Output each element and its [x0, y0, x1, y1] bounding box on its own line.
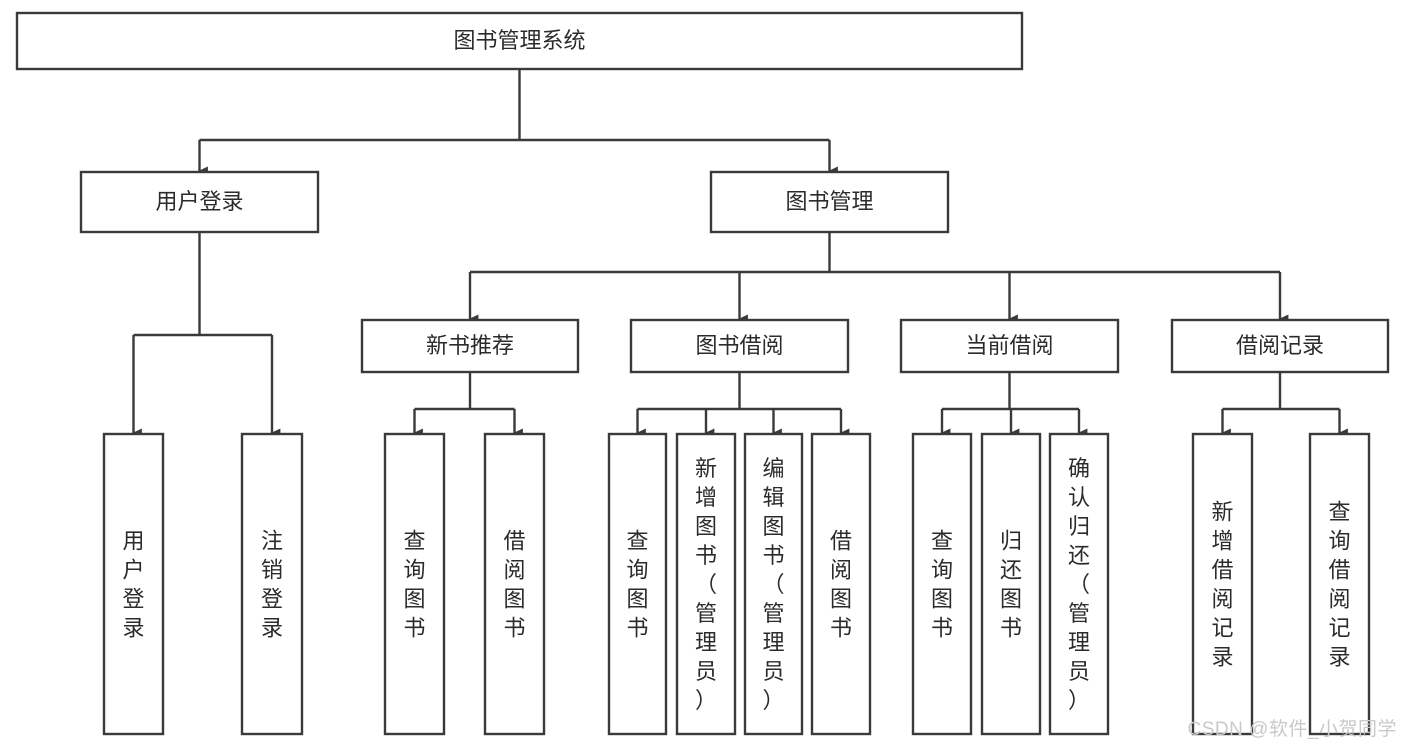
node-root[interactable]: 图书管理系统 [15, 11, 1024, 71]
node-label-leaf-borrow-book: 借阅图书 [830, 529, 852, 641]
node-box-leaf-query-book-borrow[interactable] [607, 432, 668, 736]
node-leaf-add-book[interactable]: 新增图书（管理员） [675, 432, 737, 736]
node-label-current-borrow: 当前借阅 [965, 333, 1053, 358]
node-label-leaf-query-book-current: 查询图书 [931, 529, 953, 641]
node-label-user-login: 用户登录 [155, 189, 243, 214]
node-box-leaf-borrow-book[interactable] [810, 432, 872, 736]
node-box-leaf-confirm-return[interactable] [1048, 432, 1110, 736]
node-box-current-borrow[interactable] [899, 318, 1120, 374]
node-label-leaf-borrow-book-recommend: 借阅图书 [503, 529, 525, 641]
node-label-book-management: 图书管理 [785, 189, 873, 214]
node-box-leaf-user-login[interactable] [102, 432, 165, 736]
node-leaf-edit-book[interactable]: 编辑图书（管理员） [743, 432, 804, 736]
node-label-leaf-user-login: 用户登录 [122, 529, 144, 641]
node-label-leaf-query-borrow-record: 查询借阅记录 [1328, 500, 1350, 670]
node-label-leaf-return-book: 归还图书 [1000, 529, 1022, 641]
node-leaf-borrow-book-recommend[interactable]: 借阅图书 [483, 432, 546, 736]
node-box-leaf-query-borrow-record[interactable] [1308, 432, 1371, 736]
node-leaf-query-book-recommend[interactable]: 查询图书 [383, 432, 446, 736]
node-label-leaf-confirm-return: 确认归还（管理员） [1068, 456, 1090, 713]
node-leaf-user-logout[interactable]: 注销登录 [240, 432, 304, 736]
node-label-root: 图书管理系统 [453, 28, 585, 53]
nodes-layer: 图书管理系统用户登录图书管理新书推荐图书借阅当前借阅借阅记录用户登录注销登录查询… [15, 11, 1390, 736]
node-box-borrow-record[interactable] [1170, 318, 1390, 374]
node-label-leaf-user-logout: 注销登录 [261, 529, 283, 641]
node-current-borrow[interactable]: 当前借阅 [899, 318, 1120, 374]
node-leaf-confirm-return[interactable]: 确认归还（管理员） [1048, 432, 1110, 736]
node-box-leaf-borrow-book-recommend[interactable] [483, 432, 546, 736]
node-label-book-borrow: 图书借阅 [695, 333, 783, 358]
node-label-new-book-recommend: 新书推荐 [426, 333, 514, 358]
node-new-book-recommend[interactable]: 新书推荐 [360, 318, 580, 374]
node-box-leaf-user-logout[interactable] [240, 432, 304, 736]
node-box-leaf-return-book[interactable] [980, 432, 1042, 736]
node-leaf-query-borrow-record[interactable]: 查询借阅记录 [1308, 432, 1371, 736]
node-label-leaf-add-book: 新增图书（管理员） [695, 456, 717, 713]
node-leaf-return-book[interactable]: 归还图书 [980, 432, 1042, 736]
node-box-book-management[interactable] [709, 170, 950, 234]
node-leaf-add-borrow-record[interactable]: 新增借阅记录 [1191, 432, 1254, 736]
node-box-book-borrow[interactable] [629, 318, 850, 374]
node-book-borrow[interactable]: 图书借阅 [629, 318, 850, 374]
node-box-leaf-query-book-current[interactable] [911, 432, 973, 736]
node-box-user-login[interactable] [79, 170, 320, 234]
node-leaf-query-book-borrow[interactable]: 查询图书 [607, 432, 668, 736]
node-box-leaf-edit-book[interactable] [743, 432, 804, 736]
node-leaf-borrow-book[interactable]: 借阅图书 [810, 432, 872, 736]
node-label-borrow-record: 借阅记录 [1236, 333, 1324, 358]
node-label-leaf-add-borrow-record: 新增借阅记录 [1211, 500, 1233, 670]
node-box-leaf-add-borrow-record[interactable] [1191, 432, 1254, 736]
node-label-leaf-query-book-borrow: 查询图书 [626, 529, 648, 641]
node-borrow-record[interactable]: 借阅记录 [1170, 318, 1390, 374]
node-label-leaf-edit-book: 编辑图书（管理员） [762, 456, 784, 713]
node-book-management[interactable]: 图书管理 [709, 170, 950, 234]
node-box-leaf-query-book-recommend[interactable] [383, 432, 446, 736]
node-box-root[interactable] [15, 11, 1024, 71]
node-box-leaf-add-book[interactable] [675, 432, 737, 736]
connectors-layer [132, 69, 1348, 438]
node-label-leaf-query-book-recommend: 查询图书 [403, 529, 425, 641]
node-box-new-book-recommend[interactable] [360, 318, 580, 374]
node-leaf-query-book-current[interactable]: 查询图书 [911, 432, 973, 736]
node-leaf-user-login[interactable]: 用户登录 [102, 432, 165, 736]
node-user-login[interactable]: 用户登录 [79, 170, 320, 234]
